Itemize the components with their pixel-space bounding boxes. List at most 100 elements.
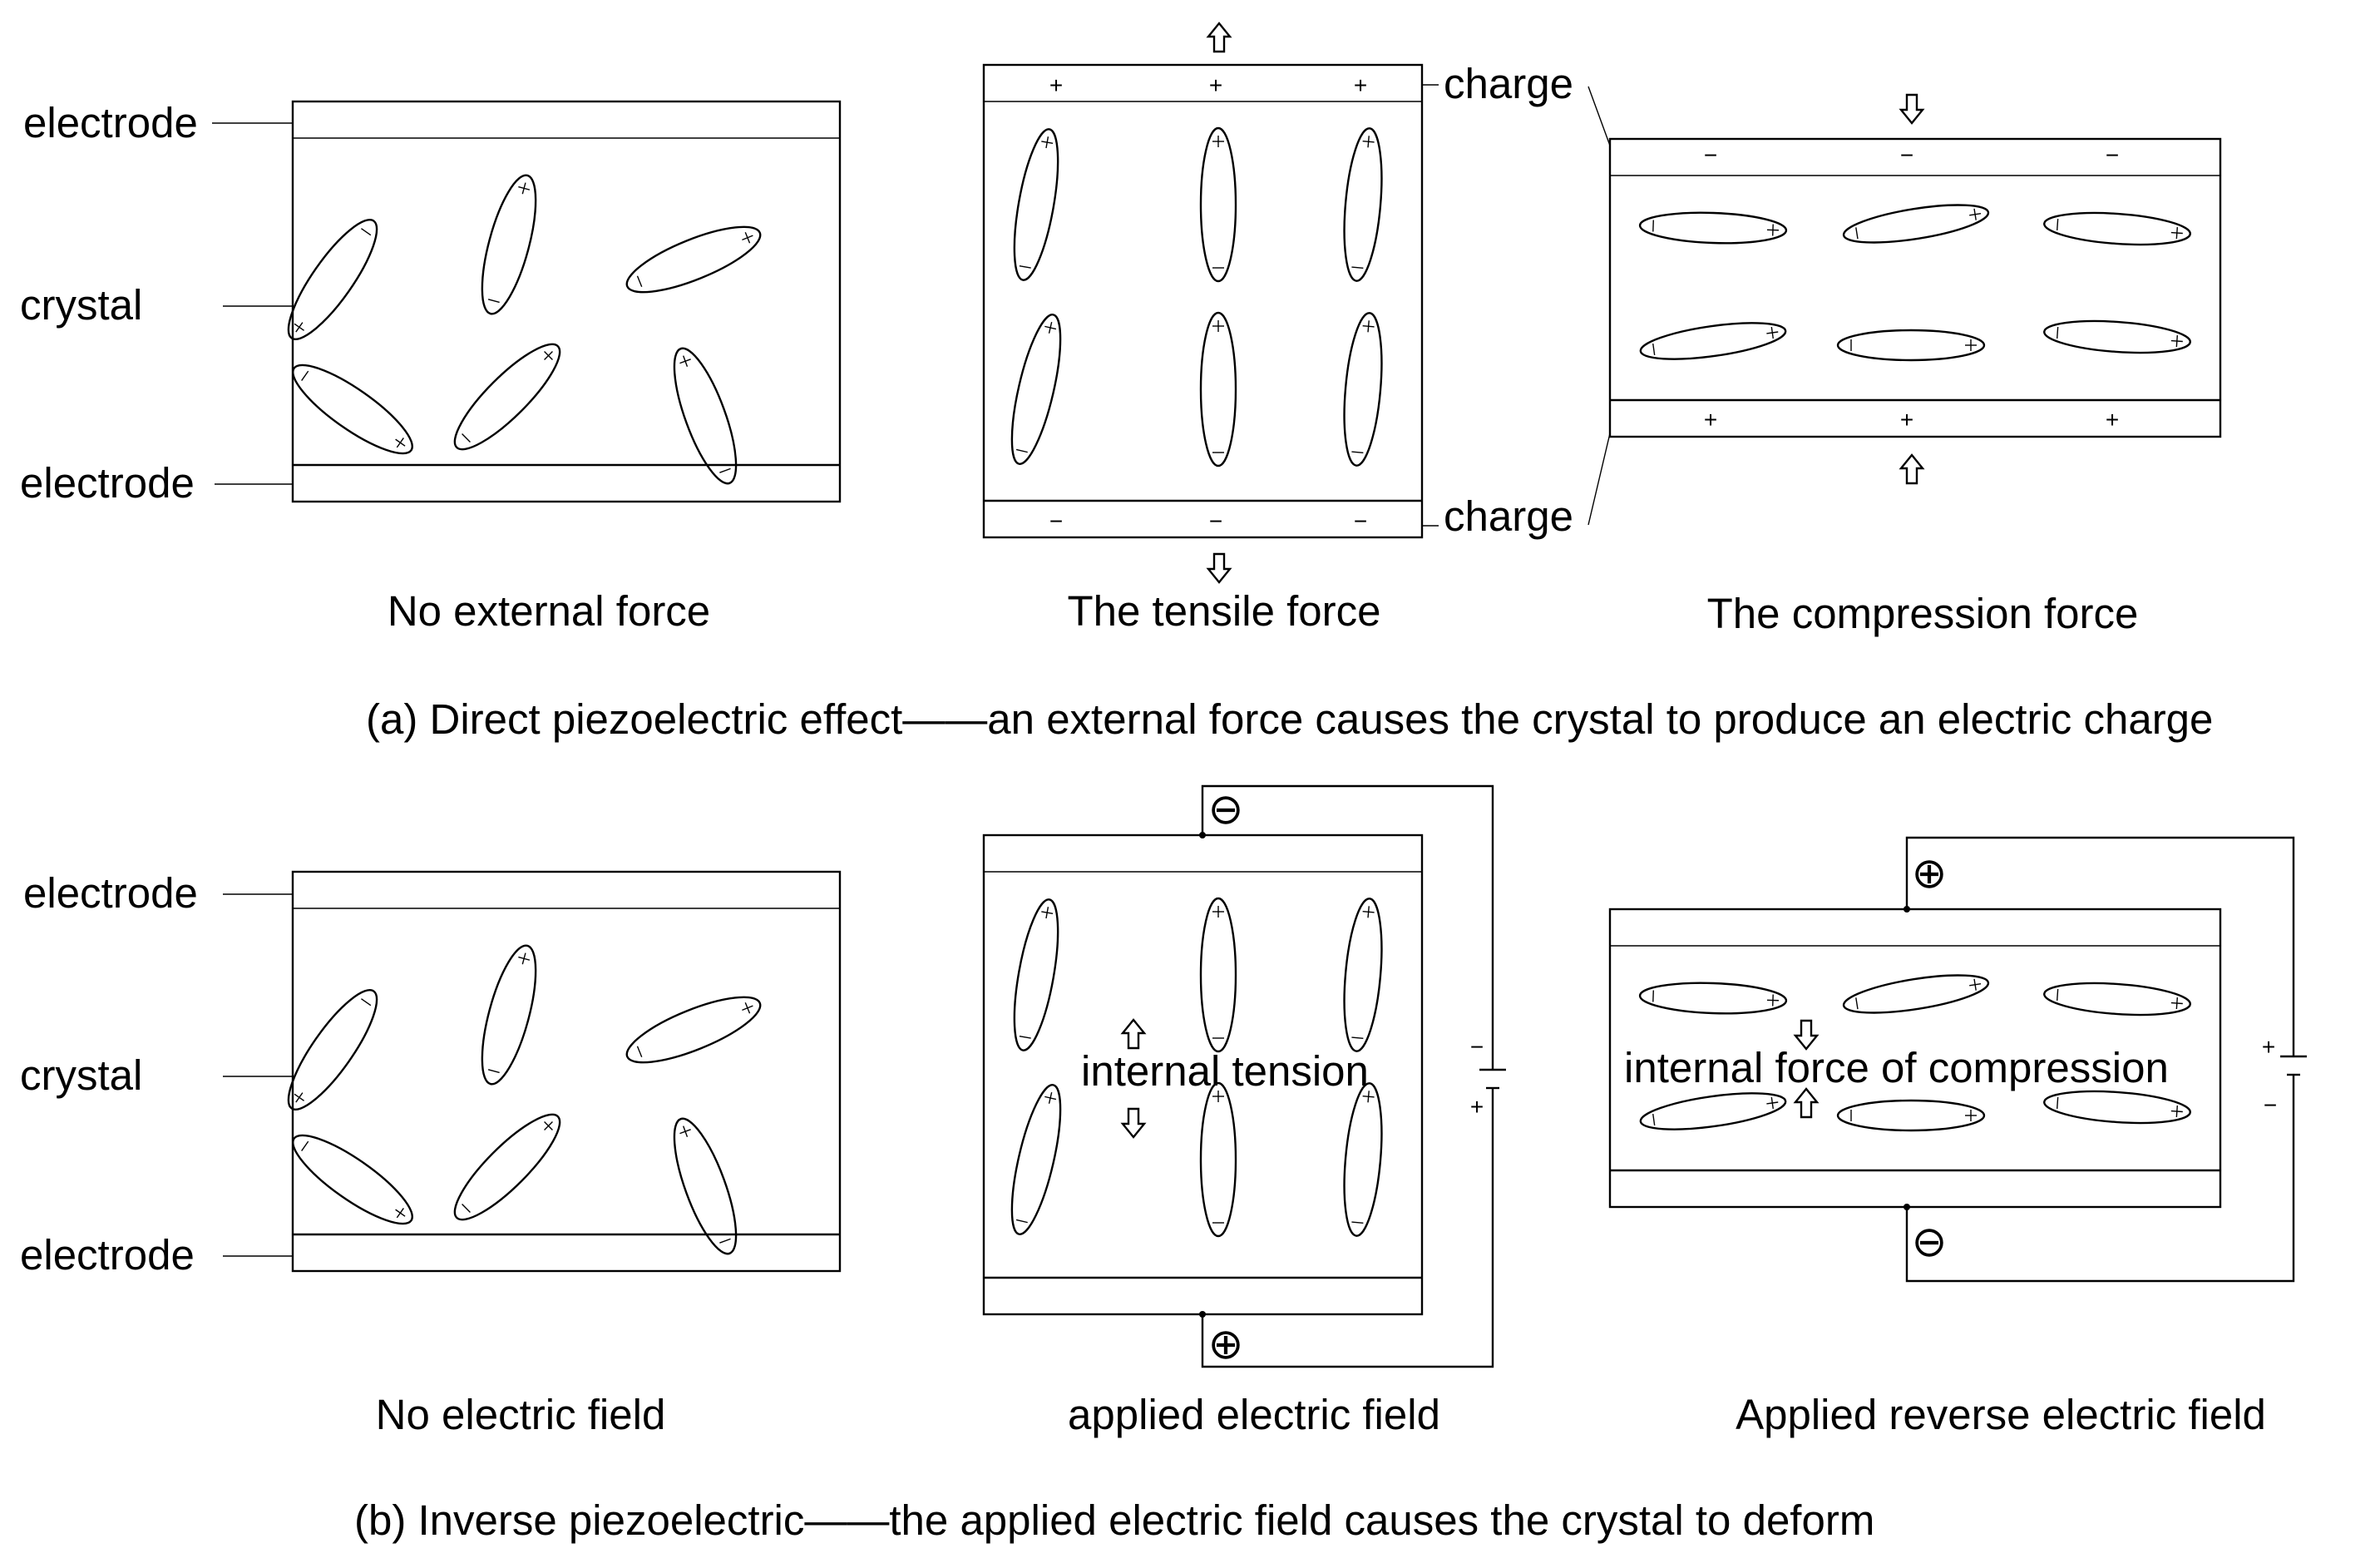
b1-crystal-1 <box>287 989 378 1110</box>
b1-crystal-5-plus-mark-v <box>544 1121 553 1130</box>
junction-b2-top <box>1199 832 1206 838</box>
a3-crystal-top-2-plus-mark-v <box>1973 208 1977 220</box>
charge-minus-bottom-2: − <box>1209 508 1222 534</box>
panel-title-b2: applied electric field <box>1068 1391 1440 1438</box>
compression-plus-bottom-1: + <box>1704 407 1717 433</box>
a2-crystal-top-3-plus-mark-v <box>1362 140 1375 143</box>
crystal-molecules <box>287 126 2191 1255</box>
b3-crystal-bottom-3-minus-mark <box>2056 1096 2059 1110</box>
a1-crystal-4-ellipse <box>292 364 413 455</box>
wire-b3-top <box>1905 836 2295 1056</box>
a2-crystal-top-3-ellipse <box>1343 127 1383 282</box>
junction-b2-bottom <box>1199 1311 1206 1318</box>
b1-crystal-3-ellipse <box>625 996 762 1064</box>
electrode-label-b-bottom: electrode <box>20 1231 195 1279</box>
b1-crystal-1-minus-mark <box>361 998 372 1007</box>
b3-crystal-top-2-ellipse <box>1842 974 1990 1014</box>
compression-arrow-up-icon <box>1899 453 1925 485</box>
electrode-label-a-top: electrode <box>23 99 198 146</box>
b1-crystal-2 <box>481 944 537 1086</box>
compression-arrow-down-icon <box>1899 93 1925 125</box>
a1-crystal-3-plus-mark-v <box>744 232 751 244</box>
a1-crystal-6-plus-mark-v <box>679 359 691 364</box>
force-arrows <box>1120 22 1925 1139</box>
charge-minus-bottom-1: − <box>1049 508 1063 534</box>
a2-crystal-bottom-1-ellipse <box>1010 314 1062 465</box>
charge-leader-compression-bottom <box>1587 433 1611 526</box>
b1-crystal-2-ellipse <box>481 944 537 1086</box>
caption-a: (a) Direct piezoelectric effect——an exte… <box>366 695 2213 743</box>
a2-crystal-bottom-3-minus-mark <box>1351 451 1364 454</box>
a3-crystal-bottom-3-minus-mark <box>2056 326 2059 339</box>
a2-crystal-top-2 <box>1199 126 1237 283</box>
b3-crystal-bottom-3-plus-mark-v <box>2175 1105 2179 1118</box>
a2-crystal-top-1-minus-mark <box>1019 265 1031 269</box>
panel-title-a1: No external force <box>388 587 710 635</box>
a3-crystal-bottom-3 <box>2043 319 2191 354</box>
panel-b1-frame <box>291 870 842 1273</box>
b2-crystal-top-1-minus-mark <box>1019 1035 1031 1039</box>
a1-crystal-2-minus-mark <box>487 299 500 304</box>
a3-crystal-top-3-minus-mark <box>2056 218 2059 231</box>
b1-crystal-5 <box>453 1113 561 1221</box>
b3-crystal-top-1 <box>1638 982 1788 1015</box>
a2-crystal-bottom-1 <box>1010 314 1062 465</box>
a1-crystal-2-plus-mark-v <box>518 185 531 190</box>
a1-crystal-5-plus-mark-v <box>544 351 553 360</box>
a3-crystal-top-3-plus-mark-v <box>2175 226 2179 240</box>
a3-crystal-bottom-1-ellipse <box>1639 322 1787 360</box>
caption-b: (b) Inverse piezoelectric——the applied e… <box>354 1496 1874 1544</box>
b2-crystal-bottom-1-plus-mark-v <box>1044 1096 1057 1101</box>
a1-crystal-5-minus-mark <box>462 433 471 443</box>
b2-crystal-top-3 <box>1343 898 1383 1052</box>
b1-crystal-5-ellipse <box>453 1113 561 1221</box>
a1-crystal-1-minus-mark <box>361 228 372 236</box>
a1-crystal-3 <box>625 225 762 294</box>
b2-crystal-top-2-ellipse <box>1199 897 1237 1053</box>
pole-minus-b2: ⊖ <box>1208 785 1244 833</box>
panel-a3-frame <box>1608 137 2222 438</box>
a2-crystal-bottom-1-plus-mark-v <box>1044 325 1057 330</box>
b1-crystal-6 <box>673 1117 738 1255</box>
a3-crystal-top-2 <box>1842 204 1990 244</box>
b2-crystal-bottom-2-ellipse <box>1199 1081 1237 1238</box>
wire-b2-top <box>1201 784 1494 1070</box>
a1-crystal-1-ellipse <box>287 219 378 340</box>
b2-crystal-bottom-1 <box>1010 1084 1062 1235</box>
b3-crystal-top-3-ellipse <box>2043 982 2191 1016</box>
a1-crystal-5 <box>453 343 561 451</box>
internal-compression-arrow-down-icon <box>1793 1019 1820 1051</box>
panel-title-b1: No electric field <box>376 1391 666 1438</box>
charge-label-top: charge <box>1444 60 1573 107</box>
b2-crystal-bottom-3 <box>1343 1082 1383 1237</box>
b3-crystal-top-3-plus-mark-v <box>2175 997 2179 1010</box>
b3-crystal-top-1-ellipse <box>1638 982 1788 1015</box>
b1-crystal-3-plus-mark-v <box>744 1002 751 1014</box>
b2-crystal-top-2 <box>1199 897 1237 1053</box>
b1-crystal-5-minus-mark <box>462 1204 471 1213</box>
charge-plus-top-1: + <box>1049 72 1063 98</box>
charge-label-bottom: charge <box>1444 492 1573 540</box>
a1-crystal-2-ellipse <box>481 174 537 315</box>
b3-crystal-bottom-3-ellipse <box>2043 1090 2191 1125</box>
panel-title-a3: The compression force <box>1707 590 2139 637</box>
electrode-crystal-boxes <box>212 63 2222 1316</box>
a3-crystal-top-1 <box>1638 211 1788 245</box>
a3-crystal-top-2-minus-mark <box>1855 227 1859 240</box>
b3-crystal-top-2-plus-mark-v <box>1973 978 1977 991</box>
a2-crystal-top-3 <box>1343 127 1383 282</box>
b3-crystal-bottom-2 <box>1836 1099 1986 1132</box>
b1-crystal-1-ellipse <box>287 989 378 1110</box>
a1-crystal-6-ellipse <box>673 347 738 485</box>
compression-minus-top-2: − <box>1900 142 1913 168</box>
compression-plus-bottom-3: + <box>2106 407 2119 433</box>
a2-crystal-bottom-1-minus-mark <box>1015 448 1028 453</box>
internal-tension-arrow-up-icon <box>1120 1018 1147 1050</box>
a3-crystal-bottom-2 <box>1836 329 1986 362</box>
pole-minus-b3: ⊖ <box>1912 1218 1948 1265</box>
b1-crystal-4 <box>292 1134 413 1225</box>
pole-plus-b3: ⊕ <box>1912 849 1948 897</box>
wire-b3-bottom <box>1905 1075 2295 1283</box>
a1-crystal-4-plus-mark-v <box>396 438 404 448</box>
